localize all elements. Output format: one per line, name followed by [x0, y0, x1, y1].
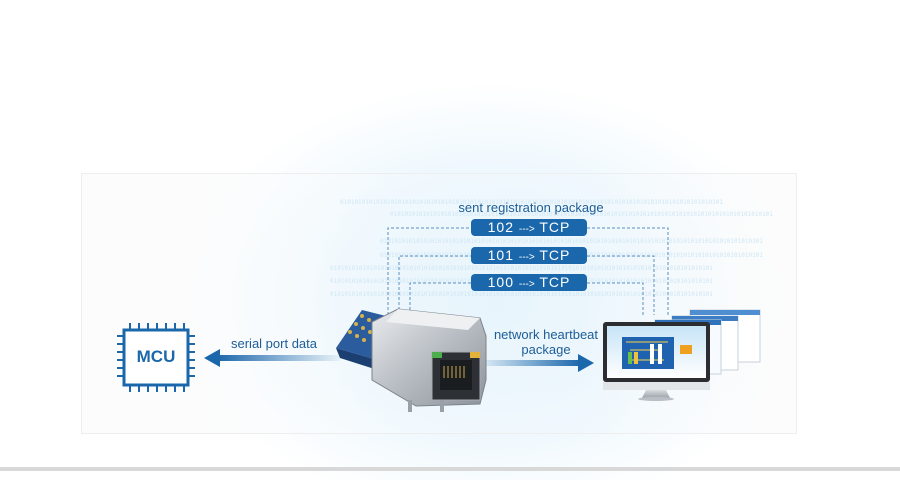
registration-title: sent registration package	[458, 200, 604, 215]
ethernet-module-icon	[336, 308, 487, 412]
dashed-connector-100	[409, 282, 644, 315]
binary-stream: 0101010101010101010101010101010101010101…	[390, 211, 773, 218]
dashed-connector-101	[398, 255, 655, 315]
binary-stream: 0101010101010101010101010101010101010101…	[380, 238, 763, 245]
mcu-label: MCU	[136, 347, 176, 366]
dashed-arrow-icon: --->	[518, 224, 535, 235]
dashed-connector-102	[387, 227, 669, 315]
packet-protocol: TCP	[539, 274, 571, 290]
serial-port-label: serial port data	[231, 336, 317, 351]
heartbeat-arrow-icon	[480, 354, 594, 372]
mcu-chip-icon	[117, 323, 195, 392]
heartbeat-label-line2: package	[521, 342, 571, 357]
packet-id: 100	[487, 274, 514, 290]
binary-stream: 0101010101010101010101010101010101010101…	[340, 199, 723, 206]
packet-id: 102	[487, 219, 514, 235]
serial-arrow-icon	[204, 349, 340, 367]
binary-stream: 0101010101010101010101010101010101010101…	[330, 265, 713, 272]
packet-badge-101: 101 ---> TCP	[471, 247, 587, 264]
dashed-arrow-icon: --->	[518, 252, 535, 263]
binary-stream: 0101010101010101010101010101010101010101…	[330, 291, 713, 298]
bottom-divider	[0, 467, 900, 471]
packet-badge-102: 102 ---> TCP	[471, 219, 587, 236]
monitor-software-icon	[603, 309, 761, 401]
packet-protocol: TCP	[539, 247, 571, 263]
packet-protocol: TCP	[539, 219, 571, 235]
dashed-arrow-icon: --->	[518, 279, 535, 290]
packet-id: 101	[487, 247, 514, 263]
packet-badge-100: 100 ---> TCP	[471, 274, 587, 291]
heartbeat-label: network heartbeat package	[476, 327, 616, 357]
heartbeat-label-line1: network heartbeat	[493, 327, 599, 342]
